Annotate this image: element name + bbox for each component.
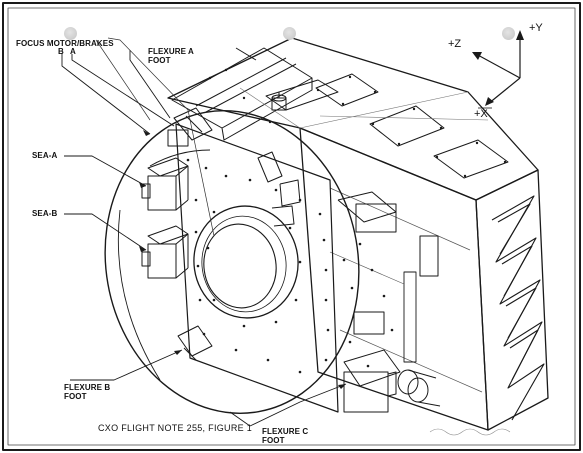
- central-aperture: [193, 205, 299, 319]
- punch-hole-right: [502, 27, 515, 40]
- figure-caption: CXO FLIGHT NOTE 255, FIGURE 1: [98, 423, 253, 433]
- housing-front: [299, 127, 489, 431]
- top-panel-3: [433, 139, 509, 179]
- label-focus-b: B: [58, 47, 64, 56]
- label-sea-a: SEA-A: [32, 151, 58, 160]
- mounting-plate: [104, 110, 360, 414]
- top-panel-1: [315, 73, 379, 107]
- front-bracket: [353, 311, 385, 335]
- plate-face: [175, 123, 339, 413]
- axis-label-y: +Y: [529, 22, 543, 34]
- label-flexure-b: FLEXURE B: [64, 383, 111, 392]
- label-sea-b: SEA-B: [32, 209, 58, 218]
- label-flexure-c-foot: FOOT: [262, 436, 285, 445]
- axis-triad: [475, 34, 521, 105]
- label-flexure-a-foot: FOOT: [148, 56, 171, 65]
- label-flexure-c: FLEXURE C: [262, 427, 309, 436]
- sea-a-box: [147, 157, 189, 177]
- label-flexure-a: FLEXURE A: [148, 47, 194, 56]
- focus-motor: [173, 107, 213, 141]
- inner-border: [7, 7, 576, 446]
- axis-label-x: +X: [474, 108, 488, 120]
- label-flexure-b-foot: FOOT: [64, 392, 87, 401]
- flexure-b-foot: [177, 325, 213, 357]
- side-stiffeners: [491, 195, 545, 421]
- axis-label-z: +Z: [448, 38, 462, 50]
- punch-hole-center: [283, 27, 296, 40]
- label-focus-a: A: [70, 47, 76, 56]
- punch-hole-left: [64, 27, 77, 40]
- label-focus-motor-brakes: FOCUS MOTOR/BRAKES: [16, 39, 114, 48]
- flexure-c-foot: [343, 349, 401, 387]
- top-panel-2: [369, 105, 445, 147]
